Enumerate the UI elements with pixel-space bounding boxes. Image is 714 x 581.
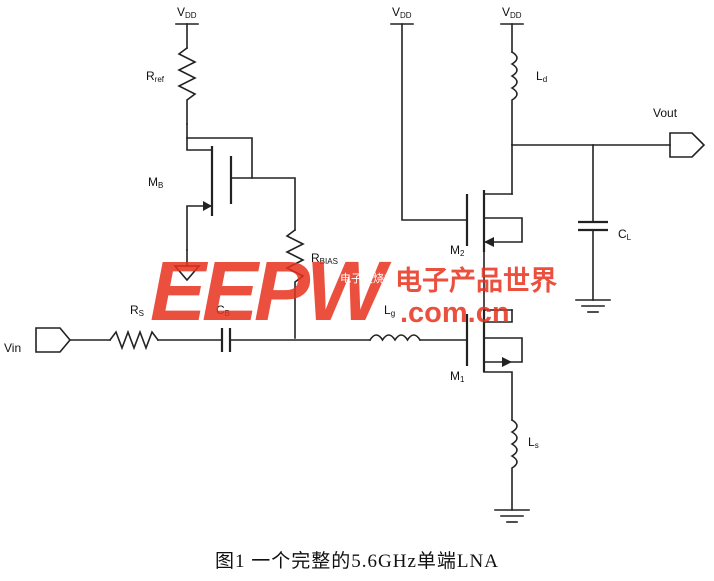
vdd-right-rail (500, 23, 524, 53)
m1-label: M1 (450, 369, 465, 384)
mb-label: MB (148, 175, 163, 190)
m1-arrow (502, 357, 512, 367)
rbias-label: RBIAS (311, 251, 338, 266)
m2-arrow (484, 237, 494, 247)
rref-label: Rref (146, 69, 165, 84)
lg-inductor (368, 334, 422, 342)
cl-capacitor (578, 220, 608, 232)
vdd-mid-rail (390, 23, 468, 221)
vdd-left-label: VDD (177, 5, 197, 20)
lg-label: Lg (384, 303, 395, 318)
vdd-mid-label: VDD (392, 5, 412, 20)
watermark-logo: EEPW (150, 244, 392, 338)
vin-port (35, 327, 72, 353)
rbias-resistor (285, 228, 305, 339)
rref-resistor (177, 46, 197, 125)
m2-transistor (465, 144, 523, 311)
m2-label: M2 (450, 243, 465, 258)
vout-label: Vout (653, 106, 678, 120)
vin-label: Vin (4, 341, 21, 355)
ls-label: Ls (528, 435, 539, 450)
cb-label: CB (216, 303, 230, 318)
rs-label: RS (130, 303, 144, 318)
watermark-small: 电子发烧友 (340, 271, 395, 285)
vdd-left-rail (175, 23, 199, 49)
m1-transistor (465, 309, 523, 421)
figure-caption: 图1 一个完整的5.6GHz单端LNA (215, 551, 499, 572)
vdd-right-label: VDD (502, 5, 522, 20)
ls-inductor (510, 418, 518, 511)
mb-arrow (203, 201, 212, 211)
ld-inductor (510, 50, 518, 146)
mb-transistor (186, 123, 296, 251)
eepw-watermark: EEPW 电子产品世界 .com.cn 电子发烧友 (150, 244, 557, 338)
watermark-chinese: 电子产品世界 (395, 266, 557, 296)
lna-schematic: VDD Rref MB RBIAS Vin RS CB Lg VDD (4, 5, 706, 523)
rs-resistor (108, 329, 160, 351)
vout-port (669, 132, 706, 158)
ld-label: Ld (536, 69, 547, 84)
ground-cl (575, 299, 611, 313)
watermark-domain: .com.cn (400, 297, 510, 329)
cl-label: CL (618, 227, 632, 242)
ground-source (494, 509, 530, 523)
